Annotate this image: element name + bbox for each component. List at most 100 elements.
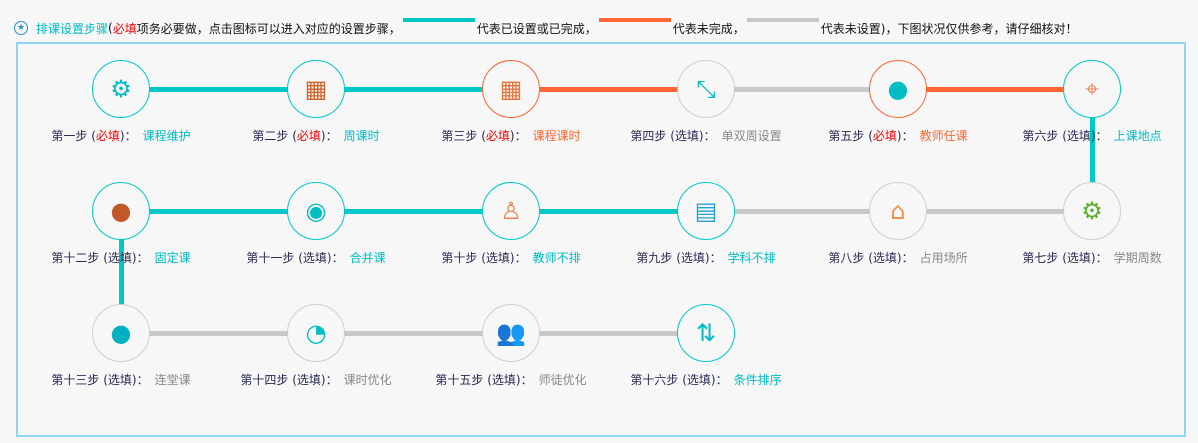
step-name[interactable]: 学期周数 [1113, 251, 1162, 265]
step-name[interactable]: 课程课时 [532, 129, 581, 143]
step-number: 第十一步 ( [246, 251, 303, 265]
step-5-label[interactable]: 第五步 (必填)：教师任课 [828, 127, 967, 144]
connector-line [511, 86, 706, 92]
paren-close: )： [326, 251, 344, 265]
step-5-button[interactable]: ● [869, 60, 927, 118]
step-2-button[interactable]: ▦ [287, 60, 345, 118]
step-name[interactable]: 条件排序 [733, 373, 782, 387]
teacher-icon: ● [887, 75, 909, 103]
step-name[interactable]: 周课时 [343, 129, 380, 143]
step-8-label[interactable]: 第八步 (选填)：占用场所 [828, 249, 967, 266]
connector-line [121, 208, 316, 214]
step-number: 第十二步 ( [51, 251, 108, 265]
connector-line [316, 86, 511, 92]
step-name[interactable]: 教师任课 [919, 129, 968, 143]
link-icon: ● [110, 319, 132, 347]
step-3-label[interactable]: 第三步 (必填)：课程课时 [441, 127, 580, 144]
step-13-label[interactable]: 第十三步 (选填)：连堂课 [51, 371, 190, 388]
sort-arrows-icon: ⇅ [695, 319, 717, 347]
step-number: 第三步 ( [441, 129, 486, 143]
step-name[interactable]: 课程维护 [142, 129, 191, 143]
step-4-button[interactable]: ⤡ [677, 60, 735, 118]
step-1-label[interactable]: 第一步 (必填)：课程维护 [51, 127, 190, 144]
header: ★ 排课设置步骤 ( 必填 项务必要做，点击图标可以进入对应的设置步骤， 代表已… [14, 18, 1077, 38]
step-name[interactable]: 学科不排 [727, 251, 776, 265]
step-name[interactable]: 课时优化 [343, 373, 392, 387]
step-15-label[interactable]: 第十五步 (选填)：师徒优化 [435, 371, 586, 388]
step-number: 第十五步 ( [435, 373, 492, 387]
step-number: 第十步 ( [441, 251, 486, 265]
step-10-button[interactable]: ♙ [482, 182, 540, 240]
step-number: 第二步 ( [252, 129, 297, 143]
step-6-button[interactable]: ⌖ [1063, 60, 1121, 118]
step-8-button[interactable]: ⌂ [869, 182, 927, 240]
step-15-button[interactable]: 👥 [482, 304, 540, 362]
legend-incomplete-text: 代表未完成， [672, 21, 745, 36]
paren-close: )： [515, 373, 533, 387]
paren-close: )： [131, 373, 149, 387]
step-name[interactable]: 固定课 [154, 251, 191, 265]
step-11-button[interactable]: ◉ [287, 182, 345, 240]
calendar-clock-icon: ▦ [499, 75, 523, 103]
connector-line [316, 208, 511, 214]
step-requirement: 选填 [302, 251, 327, 265]
paren-close: )： [131, 251, 149, 265]
connector-line [706, 86, 898, 92]
step-number: 第七步 ( [1022, 251, 1067, 265]
paren-close: )： [320, 373, 338, 387]
step-number: 第十六步 ( [630, 373, 687, 387]
step-7-label[interactable]: 第七步 (选填)：学期周数 [1022, 249, 1161, 266]
step-requirement: 选填 [485, 251, 510, 265]
step-4-label[interactable]: 第四步 (选填)：单双周设置 [630, 127, 781, 144]
step-requirement: 选填 [680, 251, 705, 265]
step-requirement: 选填 [1066, 251, 1091, 265]
connector-line [121, 330, 316, 336]
step-requirement: 选填 [107, 251, 132, 265]
paren-close: )： [509, 251, 527, 265]
step-requirement: 选填 [686, 373, 711, 387]
step-7-button[interactable]: ⚙ [1063, 182, 1121, 240]
calendar-icon: ▦ [304, 75, 328, 103]
merge-icon: ◉ [305, 197, 327, 225]
step-name[interactable]: 连堂课 [154, 373, 191, 387]
step-9-button[interactable]: ▤ [677, 182, 735, 240]
step-name[interactable]: 师徒优化 [538, 373, 587, 387]
step-requirement: 必填 [485, 129, 510, 143]
paren-close: )： [320, 129, 338, 143]
step-number: 第十三步 ( [51, 373, 108, 387]
step-requirement: 必填 [95, 129, 120, 143]
step-requirement: 选填 [674, 129, 699, 143]
step-name[interactable]: 合并课 [349, 251, 386, 265]
step-6-label[interactable]: 第六步 (选填)：上课地点 [1022, 127, 1161, 144]
step-name[interactable]: 上课地点 [1113, 129, 1162, 143]
paren: ( [108, 21, 113, 35]
step-14-label[interactable]: 第十四步 (选填)：课时优化 [240, 371, 391, 388]
step-11-label[interactable]: 第十一步 (选填)： 合并课 [246, 249, 385, 266]
step-12-button[interactable]: ● [92, 182, 150, 240]
step-10-label[interactable]: 第十步 (选填)： 教师不排 [441, 249, 580, 266]
step-1-button[interactable]: ⚙ [92, 60, 150, 118]
legend-unset-text: 代表未设置)，下图状况仅供参考，请仔细核对！ [820, 21, 1078, 36]
step-13-button[interactable]: ● [92, 304, 150, 362]
step-number: 第一步 ( [51, 129, 96, 143]
step-16-label[interactable]: 第十六步 (选填)： 条件排序 [630, 371, 781, 388]
step-name[interactable]: 单双周设置 [721, 129, 782, 143]
step-3-button[interactable]: ▦ [482, 60, 540, 118]
paren-close: )： [710, 373, 728, 387]
connector-line [121, 86, 316, 92]
step-2-label[interactable]: 第二步 (必填)：周课时 [252, 127, 379, 144]
legend-unset-bar [746, 18, 819, 22]
step-14-button[interactable]: ◔ [287, 304, 345, 362]
step-name[interactable]: 占用场所 [919, 251, 968, 265]
connector-line [511, 208, 706, 214]
step-16-button[interactable]: ⇅ [677, 304, 735, 362]
paren-close: )： [704, 251, 722, 265]
step-requirement: 选填 [1066, 129, 1091, 143]
intro-text: 项务必要做，点击图标可以进入对应的设置步骤， [136, 21, 401, 36]
step-name[interactable]: 教师不排 [532, 251, 581, 265]
step-12-label[interactable]: 第十二步 (选填)： 固定课 [51, 249, 190, 266]
step-requirement: 选填 [872, 251, 897, 265]
step-9-label[interactable]: 第九步 (选填)：学科不排 [636, 249, 775, 266]
paren-close: )： [896, 129, 914, 143]
step-number: 第六步 ( [1022, 129, 1067, 143]
